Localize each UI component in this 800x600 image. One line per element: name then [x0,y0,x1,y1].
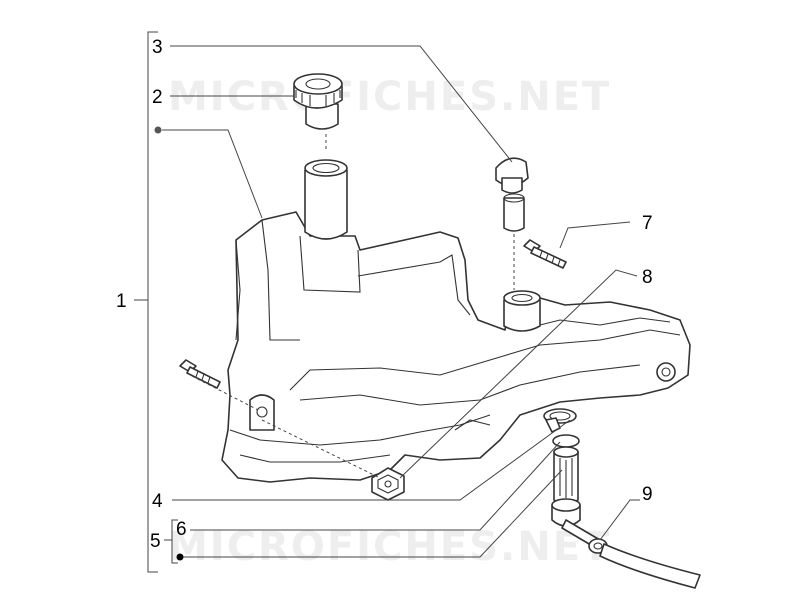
filler-cap [293,73,343,130]
fuel-sender [495,157,529,232]
fuel-hose [599,543,701,589]
screw-left [179,359,221,389]
marker-dot-5 [176,553,184,561]
callout-6: 6 [176,519,187,540]
bracket-1 [134,31,158,573]
marker-dot-1 [154,126,162,134]
callout-3: 3 [152,37,163,58]
sender-grommet [503,290,541,332]
callout-9: 9 [642,484,653,505]
callout-5: 5 [150,531,161,552]
watermark-top: MICROFICHES.NET [168,74,611,120]
leader-lines [162,45,640,558]
fuel-tank [221,211,691,483]
callout-2: 2 [152,87,163,108]
hose-clamp [543,408,577,433]
watermark-bottom: MICROFICHES.NET [168,524,611,570]
clip-nut [371,467,405,501]
callout-4: 4 [152,491,163,512]
callout-8: 8 [642,267,653,288]
filler-neck [304,159,348,240]
bracket-5 [164,519,178,564]
screw-7 [523,239,567,269]
callout-1: 1 [116,291,127,312]
callout-7: 7 [642,213,653,234]
